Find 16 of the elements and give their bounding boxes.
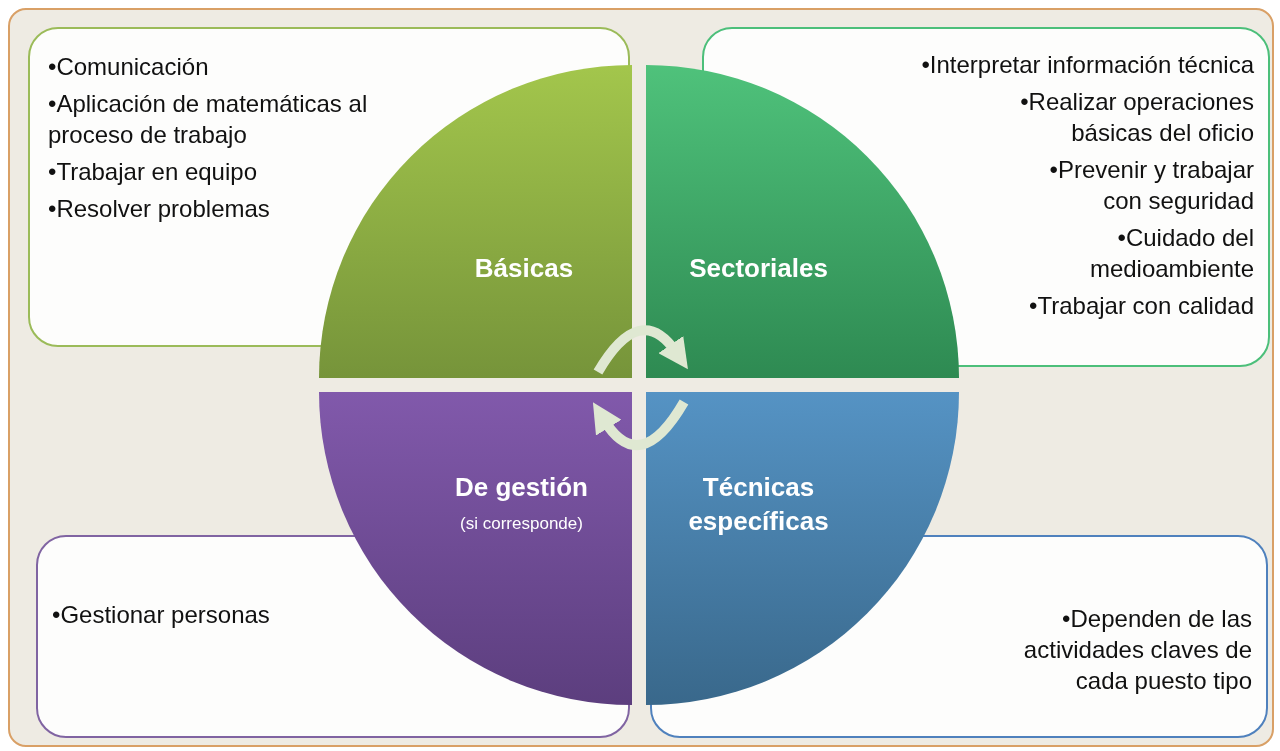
bullet-item: •Cuidado del medioambiente: [1088, 223, 1254, 284]
bullet-item: •Realizar operaciones básicas del oficio: [1019, 87, 1254, 148]
bullet-item: •Comunicación: [48, 52, 209, 82]
bullet-item: •Aplicación de matemáticas al proceso de trabajo: [48, 89, 369, 150]
bullet-item: •Trabajar en equipo: [48, 157, 257, 187]
segment-title: Técnicas específicas: [687, 471, 830, 538]
segment-note: (si corresponde): [459, 513, 584, 535]
segment-title: De gestión: [454, 471, 589, 504]
bullet-item: •Interpretar información técnica: [921, 50, 1254, 80]
bullet-item: •Trabajar con calidad: [1029, 291, 1254, 321]
bullet-item: •Gestionar personas: [52, 600, 270, 630]
segment-title: Básicas: [473, 252, 575, 285]
bullet-item: •Prevenir y trabajar con seguridad: [1048, 155, 1254, 216]
segment-title: Sectoriales: [688, 252, 829, 285]
bullet-item: •Dependen de las actividades claves de cada puesto tipo: [1022, 604, 1252, 696]
bullet-item: •Resolver problemas: [48, 194, 270, 224]
